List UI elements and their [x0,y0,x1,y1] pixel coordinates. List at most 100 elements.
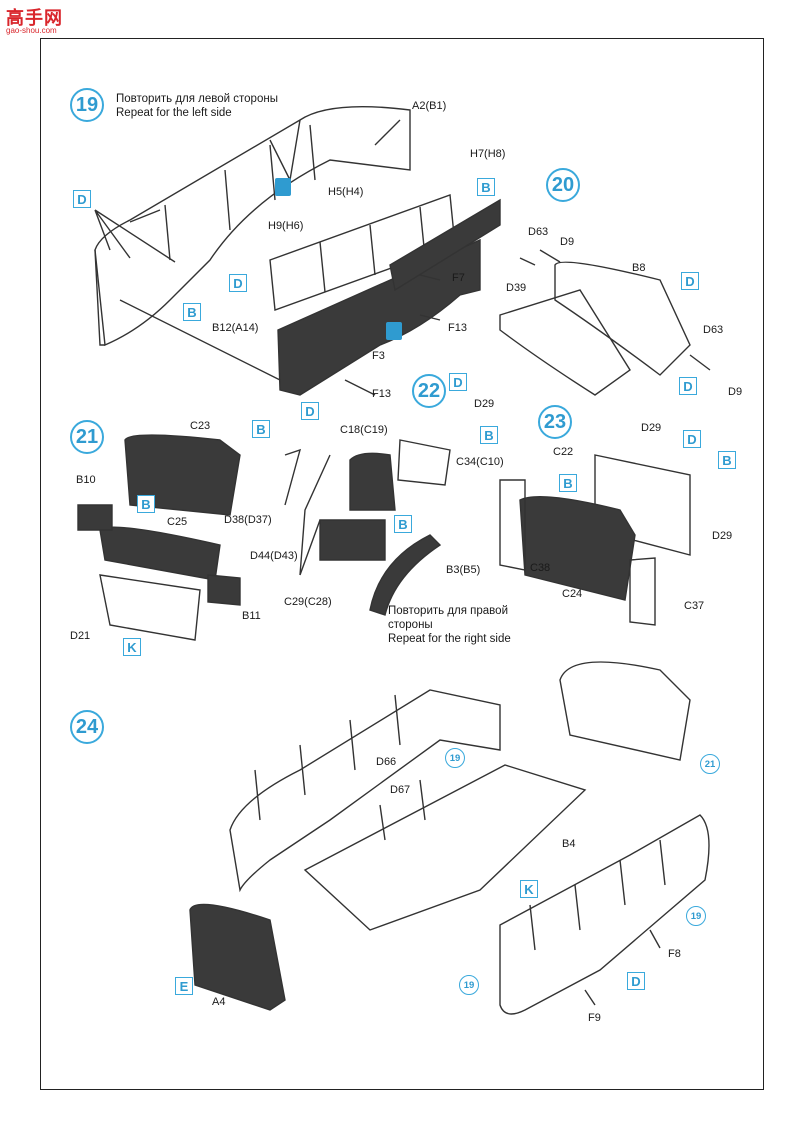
label-c23: C23 [190,420,211,432]
label-c24: C24 [562,588,583,600]
step-22-note-ru2: стороны [388,619,433,631]
label-b10: B10 [76,474,96,486]
body-side-right [499,814,710,1015]
label-c37: C37 [684,600,705,612]
site-logo: 高手网 gao-shou.com [4,4,74,38]
side-panel-c37 [629,557,656,626]
label-c29: C29(C28) [284,596,332,608]
label-b3: B3(B5) [446,564,481,576]
step-19-note-en: Repeat for the left side [116,107,232,119]
label-b11: B11 [242,610,261,622]
side-rail-b3 [369,534,442,616]
dash-panel-d39 [499,289,631,396]
label-d38: D38(D37) [224,514,272,526]
step-22-note-ru1: Повторить для правой [388,605,508,617]
step-21-badge: 21 [70,420,104,454]
step-22-badge: 22 [412,374,446,408]
paint-box-d-24: D [627,972,645,990]
label-d44: D44(D43) [250,550,298,562]
rear-seat [559,661,691,761]
step-19-badge: 19 [70,88,104,122]
paint-box-d-19a: D [73,190,91,208]
glue-icon [386,322,402,340]
step-19-note-ru: Повторить для левой стороны [116,93,278,105]
bracket-b11 [207,574,241,606]
paint-box-d-22b: D [449,373,467,391]
paint-box-b-22a: B [252,420,270,438]
step-24-badge: 24 [70,710,104,744]
side-rail-a2 [94,105,411,347]
label-f13-bottom: F13 [372,388,391,400]
page-frame [40,38,764,1090]
strip-h7 [389,198,501,292]
label-c22: C22 [553,446,574,458]
label-f7: F7 [452,272,465,284]
paint-box-b-22b: B [480,426,498,444]
seat-cushion-c25 [99,526,221,581]
paint-box-e-24: E [175,977,193,995]
paint-box-b-19b: B [477,178,495,196]
label-d29-23-right: D29 [712,530,733,542]
paint-box-d-20b: D [679,377,697,395]
label-d66: D66 [376,756,397,768]
paint-box-b-23b: B [718,451,736,469]
paint-box-d-19b: D [229,274,247,292]
label-b12: B12(A14) [212,322,259,334]
ref-step-19-b: 19 [686,906,706,926]
label-f3: F3 [372,350,385,362]
paint-box-d-23: D [683,430,701,448]
label-a4: A4 [212,996,226,1008]
step-22-note: Повторить для правой стороны Repeat for … [388,604,511,646]
paint-box-b-19a: B [183,303,201,321]
label-f9: F9 [588,1012,601,1024]
label-a2: A2(B1) [412,100,447,112]
seat-frame-c34 [397,439,451,486]
paint-box-d-20a: D [681,272,699,290]
ref-step-19-a: 19 [445,748,465,768]
label-c38: C38 [530,562,551,574]
label-c18: C18(C19) [340,424,388,436]
seat-base-d21 [99,574,201,641]
bracket-b10 [77,504,113,531]
logo-subtitle: gao-shou.com [6,26,57,35]
label-h7: H7(H8) [470,148,506,160]
paint-box-d-22a: D [301,402,319,420]
paint-box-k-24: K [520,880,538,898]
label-d63-bottom: D63 [703,324,724,336]
label-d29-23-top: D29 [641,422,662,434]
ref-step-21: 21 [700,754,720,774]
logo-title: 高手网 [6,8,63,28]
label-d29-22: D29 [474,398,495,410]
label-f13-top: F13 [448,322,467,334]
label-h5: H5(H4) [328,186,364,198]
paint-box-b-23a: B [559,474,577,492]
label-c34: C34(C10) [456,456,504,468]
label-b4: B4 [562,838,576,850]
door-panel-b12 [277,238,481,396]
seat-cushion-c29 [319,519,386,561]
step-19-note: Повторить для левой стороны Repeat for t… [116,92,278,120]
dash-frame-b8 [554,261,691,376]
step-20-badge: 20 [546,168,580,202]
step-22-note-en: Repeat for the right side [388,633,511,645]
tailgate-a4 [189,903,286,1011]
label-d63-top: D63 [528,226,549,238]
floor-b4 [303,764,587,931]
ref-step-19-c: 19 [459,975,479,995]
label-d9-top: D9 [560,236,575,248]
label-d67: D67 [390,784,411,796]
step-23-badge: 23 [538,405,572,439]
label-f8: F8 [668,948,681,960]
paint-box-k-21: K [123,638,141,656]
seat-back-c24 [519,495,636,601]
seat-back-c18 [349,452,396,511]
label-b8: B8 [632,262,646,274]
label-h9: H9(H6) [268,220,304,232]
label-d9-bottom: D9 [728,386,743,398]
body-side-left [229,689,501,893]
label-d21: D21 [70,630,91,642]
glue-icon [275,178,291,196]
label-d39: D39 [506,282,527,294]
side-panel-c38 [499,479,526,571]
